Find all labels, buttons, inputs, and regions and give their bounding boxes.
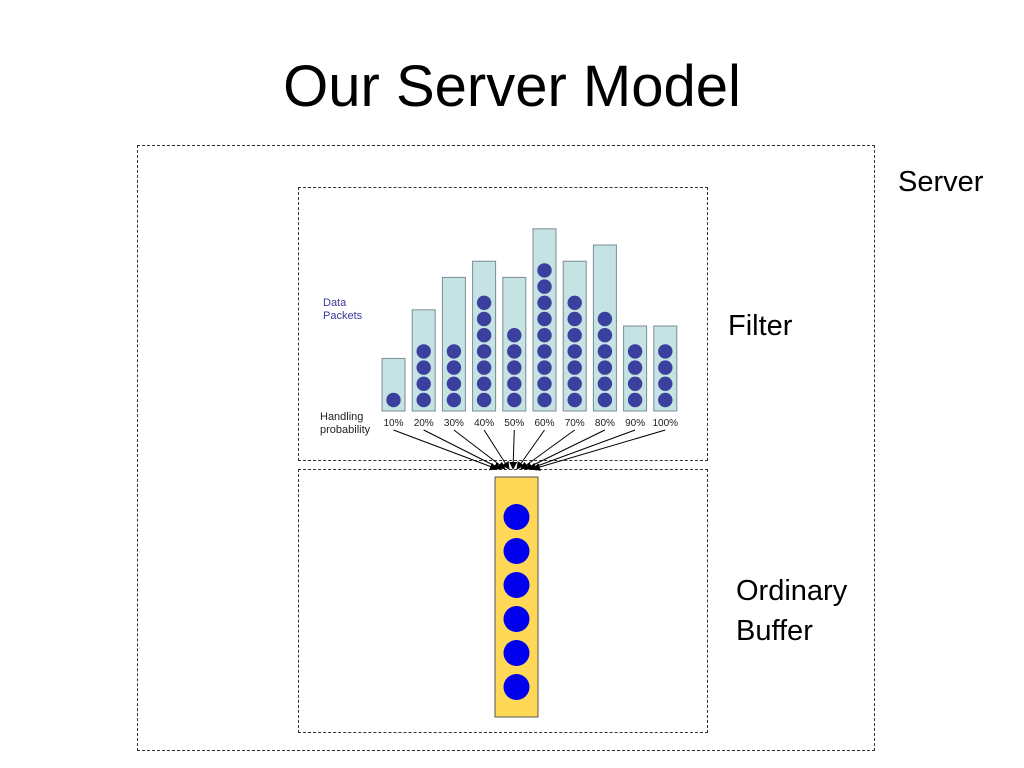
tick-label: 100% xyxy=(653,418,679,429)
filter-packet xyxy=(567,295,582,310)
filter-packet xyxy=(476,344,492,359)
filter-packet xyxy=(537,295,552,310)
ordinary-label: Ordinary xyxy=(736,575,848,607)
tick-label: 70% xyxy=(565,418,585,429)
filter-packet xyxy=(567,344,582,359)
filter-packet xyxy=(537,344,552,359)
buffer-packet xyxy=(503,640,530,666)
filter-packet xyxy=(567,376,582,391)
filter-packet xyxy=(476,376,492,391)
server-boundary xyxy=(137,145,875,751)
tick-labels-layer: 10% 20% 30% 40% 50% 60% 70% 80% 90% 100% xyxy=(383,418,678,429)
packet-flow-arrow xyxy=(483,429,510,470)
packet-flow-arrow xyxy=(509,429,518,470)
filter-packet xyxy=(658,376,673,391)
tick-label: 30% xyxy=(444,418,464,429)
tick-label: 80% xyxy=(595,418,615,429)
packet-flow-arrow xyxy=(524,429,606,470)
filter-packet xyxy=(537,311,552,327)
packet-flow-arrow xyxy=(453,429,506,470)
filter-packet xyxy=(416,360,431,375)
data-packets-label: Data Packets xyxy=(323,297,362,323)
filter-packet xyxy=(567,328,582,343)
buffer-packet xyxy=(503,606,530,632)
data-packets-label-line2: Packets xyxy=(323,310,363,322)
handling-probability-line2: probability xyxy=(320,424,371,436)
buffer-packet xyxy=(503,674,530,700)
filter-packet xyxy=(507,360,522,375)
buffer-layer xyxy=(494,476,539,718)
filter-packet xyxy=(386,392,401,408)
filter-packet xyxy=(597,311,613,327)
filter-packet xyxy=(537,263,552,278)
filter-packet xyxy=(537,328,552,343)
handling-probability-line1: Handling xyxy=(320,411,364,423)
filter-packet xyxy=(567,360,582,375)
tick-label: 60% xyxy=(534,418,554,429)
filter-packet xyxy=(627,392,643,408)
page-title: Our Server Model xyxy=(283,54,741,119)
filter-packet xyxy=(446,376,462,391)
buffer-packet xyxy=(503,504,530,530)
tick-label: 10% xyxy=(383,418,403,429)
packet-flow-arrow xyxy=(520,429,575,470)
packet-flow-arrow xyxy=(516,429,545,470)
arrows-layer xyxy=(393,429,666,471)
filter-packet xyxy=(537,392,552,408)
filter-packet xyxy=(416,376,431,391)
filter-packet xyxy=(476,360,492,375)
filter-packet xyxy=(446,344,462,359)
filter-packet xyxy=(507,328,522,343)
packet-flow-arrow xyxy=(528,429,636,471)
data-packets-label-line1: Data xyxy=(323,297,347,309)
filter-packet xyxy=(597,360,613,375)
packet-flow-arrow xyxy=(423,429,502,470)
filter-packet xyxy=(658,344,673,359)
filter-packet xyxy=(567,311,582,327)
tick-label: 90% xyxy=(625,418,645,429)
filter-packet xyxy=(597,376,613,391)
handling-probability-label: Handling probability xyxy=(320,411,370,437)
tick-label: 40% xyxy=(474,418,494,429)
filter-packet xyxy=(597,392,613,408)
filter-packet xyxy=(476,392,492,408)
filter-packet xyxy=(627,376,643,391)
filter-packet xyxy=(476,295,492,310)
filter-packet xyxy=(537,279,552,294)
buffer-packet xyxy=(503,538,530,564)
filter-packet xyxy=(537,360,552,375)
packet-flow-arrow xyxy=(393,429,498,471)
filter-packet xyxy=(567,392,582,408)
bars-layer xyxy=(381,228,678,412)
filter-packet xyxy=(446,360,462,375)
filter-packet xyxy=(537,376,552,391)
filter-packet xyxy=(658,392,673,408)
filter-label: Filter xyxy=(728,310,793,342)
filter-packet xyxy=(597,344,613,359)
filter-packet xyxy=(627,360,643,375)
tick-label: 50% xyxy=(504,418,524,429)
filter-packet xyxy=(416,344,431,359)
filter-packet xyxy=(658,360,673,375)
filter-packet xyxy=(597,328,613,343)
filter-packet xyxy=(446,392,462,408)
tick-label: 20% xyxy=(414,418,434,429)
filter-packet xyxy=(507,392,522,408)
filter-packet xyxy=(476,311,492,327)
filter-packet xyxy=(507,344,522,359)
buffer-label: Buffer xyxy=(736,615,813,647)
filter-packet xyxy=(416,392,431,408)
filter-packet xyxy=(476,328,492,343)
server-label: Server xyxy=(898,166,984,198)
filter-packet xyxy=(507,376,522,391)
buffer-packet xyxy=(503,572,530,598)
packet-flow-arrow xyxy=(532,429,666,471)
filter-packet xyxy=(627,344,643,359)
